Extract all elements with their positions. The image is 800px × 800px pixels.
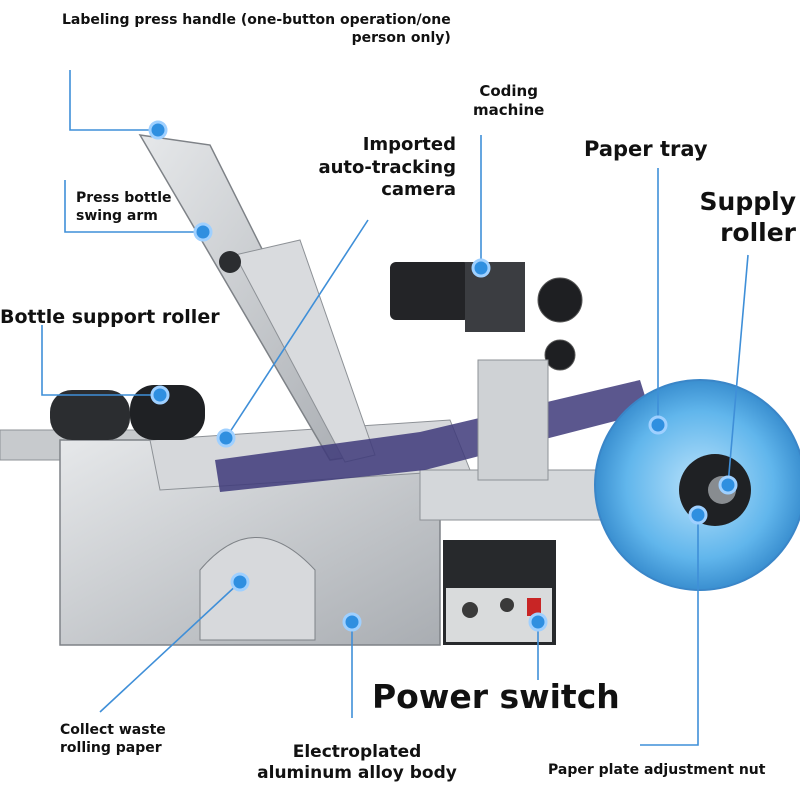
coding-wheel-2 xyxy=(544,339,576,371)
label-body-line2: aluminum alloy body xyxy=(257,763,457,784)
support-roller-1 xyxy=(50,390,130,440)
dot-paper-tray xyxy=(648,415,668,435)
leader-support-roller xyxy=(41,325,160,396)
coding-motor xyxy=(390,262,470,320)
label-camera: Imported auto-tracking camera xyxy=(314,134,456,202)
label-swing-arm: Press bottle swing arm xyxy=(76,190,172,225)
dot-supply-roller xyxy=(718,475,738,495)
control-knob-2 xyxy=(500,598,514,612)
label-coding-machine: Coding machine xyxy=(473,82,544,120)
leader-camera xyxy=(225,219,369,439)
dot-adjust-nut xyxy=(688,505,708,525)
label-waste-line1: Collect waste xyxy=(60,722,166,738)
label-waste-paper: Collect waste rolling paper xyxy=(60,722,166,757)
dot-coding xyxy=(471,258,491,278)
leader-swing-arm xyxy=(64,180,203,233)
control-knob-1 xyxy=(462,602,478,618)
label-press-handle: Labeling press handle (one-button operat… xyxy=(62,12,451,47)
label-supply-line1: Supply xyxy=(699,187,796,216)
leader-supply-roller xyxy=(727,254,749,486)
label-support-roller: Bottle support roller xyxy=(0,306,220,328)
dot-press-handle xyxy=(148,120,168,140)
label-body: Electroplated aluminum alloy body xyxy=(252,742,462,785)
power-switch-rocker xyxy=(527,598,541,616)
label-camera-line1: Imported xyxy=(362,134,456,155)
body-arch-opening xyxy=(199,537,316,641)
dot-swing-arm xyxy=(193,222,213,242)
leader-press-handle xyxy=(69,70,158,131)
support-roller-2 xyxy=(130,385,205,440)
press-plate xyxy=(234,239,376,463)
coding-wheel-1 xyxy=(537,277,583,323)
arm-knob xyxy=(219,251,241,273)
label-body-line1: Electroplated xyxy=(292,742,422,762)
label-supply-line2: roller xyxy=(720,218,796,248)
label-adjust-nut: Paper plate adjustment nut xyxy=(548,762,766,778)
label-coding-line1: Coding xyxy=(479,82,538,100)
label-camera-line3: camera xyxy=(381,179,456,200)
dot-waste-paper xyxy=(230,572,250,592)
label-swing-arm-line2: swing arm xyxy=(76,207,158,224)
leader-waste-paper xyxy=(99,581,241,713)
dot-body xyxy=(342,612,362,632)
label-swing-arm-line1: Press bottle xyxy=(76,190,172,206)
coding-bracket xyxy=(477,359,549,481)
leader-adjust-nut xyxy=(640,515,699,746)
label-supply-roller: Supply roller xyxy=(696,186,796,249)
label-press-handle-line2: person only) xyxy=(351,29,451,46)
label-camera-line2: auto-tracking xyxy=(318,156,456,178)
dot-camera xyxy=(216,428,236,448)
dot-support-roller xyxy=(150,385,170,405)
label-coding-line2: machine xyxy=(473,100,545,119)
dot-power xyxy=(528,612,548,632)
label-waste-line2: rolling paper xyxy=(60,739,162,756)
label-paper-tray: Paper tray xyxy=(584,137,708,161)
label-press-handle-line1: Labeling press handle (one-button operat… xyxy=(62,12,451,28)
label-power-switch: Power switch xyxy=(372,677,620,716)
